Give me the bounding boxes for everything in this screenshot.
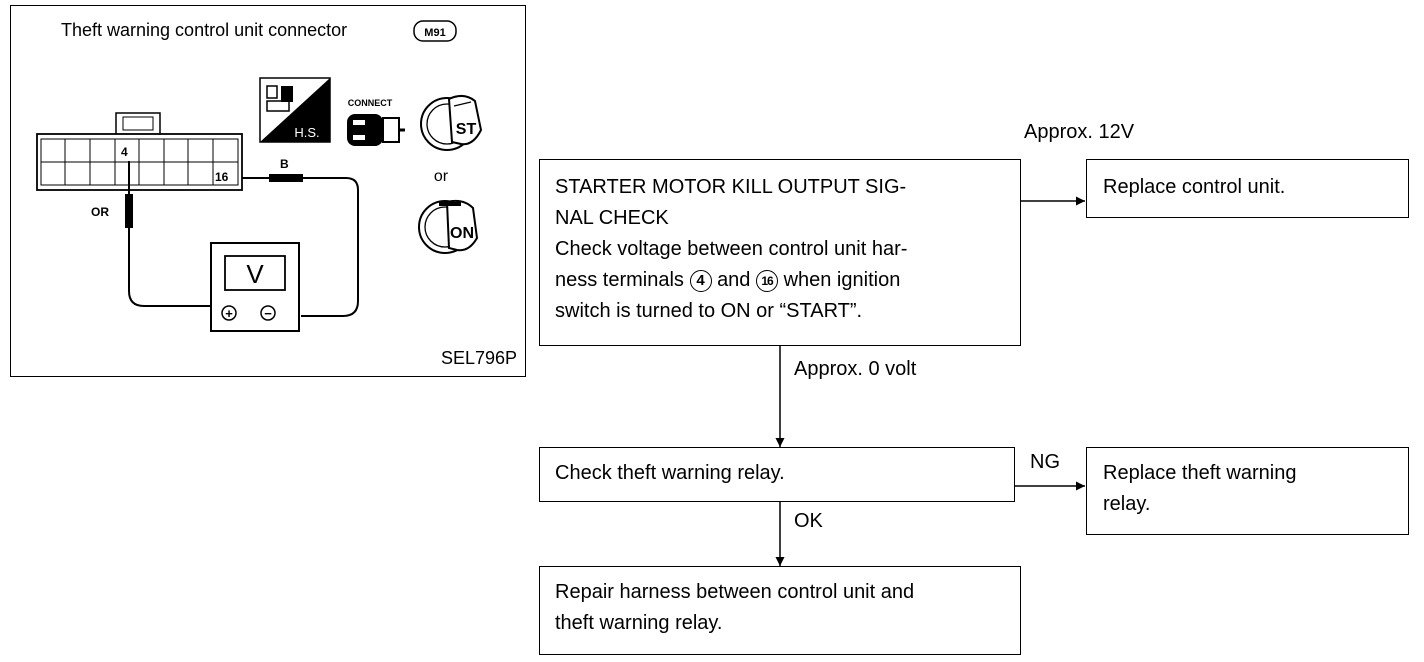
harness-symbol-icon (259, 77, 331, 143)
figure-code: SEL796P (441, 348, 517, 368)
key-st-label: ST (456, 121, 477, 138)
check-box-line1: STARTER MOTOR KILL OUTPUT SIG- (555, 176, 907, 198)
ignition-key-on-icon (418, 199, 479, 254)
repair-line1: Repair harness between control unit and (555, 581, 915, 603)
terminal-4-badge: 4 (689, 270, 712, 292)
connect-plug-icon (347, 114, 405, 146)
check-box-line4: ness terminals 4 and 16 when ignition (555, 265, 1005, 296)
connector-code: M91 (424, 27, 445, 39)
replace-unit-box: Replace control unit. (1086, 159, 1409, 218)
connector-diagram: Theft warning control unit connector M91… (36, 20, 517, 368)
repair-line2: theft warning relay. (555, 612, 723, 634)
label-approx-12v: Approx. 12V (1024, 121, 1135, 143)
probe-left-icon (125, 161, 221, 307)
meter-minus: − (264, 306, 272, 321)
repair-box: Repair harness between control unit and … (539, 566, 1021, 655)
check-box: STARTER MOTOR KILL OUTPUT SIG- NAL CHECK… (539, 159, 1021, 346)
replace-unit-text: Replace control unit. (1103, 176, 1286, 198)
replace-relay-box: Replace theft warning relay. (1086, 447, 1409, 535)
label-approx-0v: Approx. 0 volt (794, 358, 917, 380)
relay-check-text: Check theft warning relay. (555, 462, 785, 484)
connect-label: CONNECT (348, 98, 393, 108)
check-box-line2: NAL CHECK (555, 207, 669, 229)
hs-label: H.S. (294, 125, 319, 140)
replace-relay-line2: relay. (1103, 493, 1151, 515)
pin-16-label: 16 (215, 170, 229, 184)
figure-title: Theft warning control unit connector (61, 20, 347, 40)
voltmeter-label: V (246, 259, 264, 289)
label-ok: OK (794, 510, 823, 532)
wire-or-label: OR (91, 205, 109, 219)
wire-b-label: B (280, 157, 289, 171)
connector-code-badge (413, 20, 457, 42)
label-ng: NG (1030, 451, 1060, 473)
ignition-key-st-icon (420, 95, 483, 151)
check-box-line4c: when ignition (783, 269, 901, 291)
check-box-line5: switch is turned to ON or “START”. (555, 300, 863, 322)
check-box-line4b: and (717, 269, 751, 291)
pin-4-label: 4 (121, 145, 128, 159)
probe-right-icon (242, 174, 359, 317)
key-on-label: ON (450, 225, 474, 242)
voltmeter-icon (210, 242, 300, 332)
replace-relay-line1: Replace theft warning (1103, 462, 1297, 484)
check-box-line3: Check voltage between control unit har- (555, 238, 908, 260)
connector-icon (36, 112, 243, 191)
relay-check-box: Check theft warning relay. (539, 447, 1015, 502)
connector-figure: Theft warning control unit connector M91… (10, 5, 526, 377)
terminal-16-badge: 16 (756, 270, 778, 292)
check-box-line4a: ness terminals (555, 269, 684, 291)
or-label: or (434, 168, 449, 185)
meter-plus: + (225, 306, 233, 321)
